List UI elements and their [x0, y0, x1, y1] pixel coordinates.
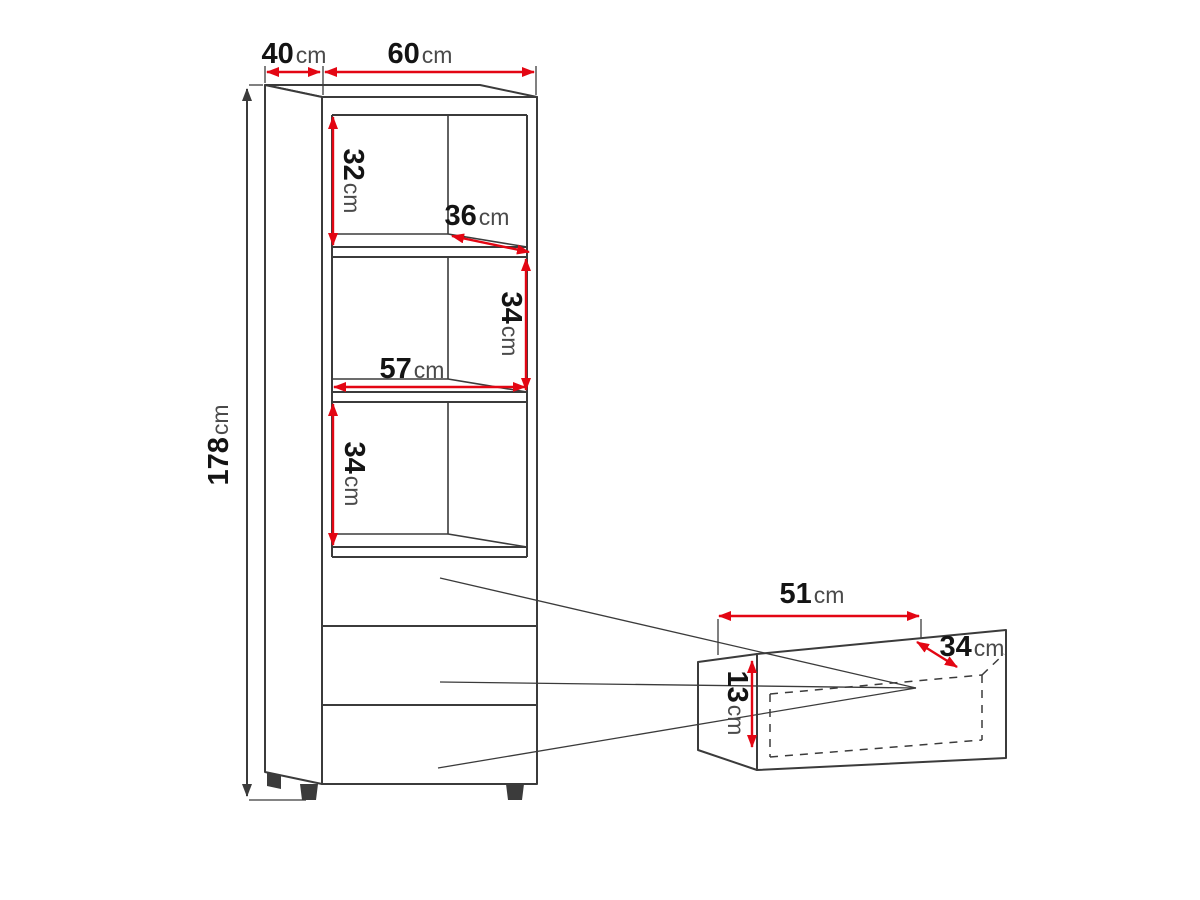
leader-line-drawer3 — [437, 687, 917, 769]
compartment3-floor-side — [447, 533, 528, 548]
leader-line-drawer2 — [439, 681, 917, 689]
cabinet-foot-left — [300, 784, 318, 800]
drawer-hidden-top — [769, 674, 983, 695]
dim-line-shelf-depth — [451, 233, 530, 255]
dim-label-drawer-width: 51cm — [780, 578, 845, 610]
drawer-hidden-bottom — [769, 739, 983, 758]
cabinet-foot-right — [506, 784, 524, 800]
dim-label-compartment1-height: 32cm — [337, 149, 369, 214]
drawer-hidden-edges — [769, 653, 1005, 758]
dim-line-drawer-depth — [916, 640, 958, 669]
red-dimension-lines — [266, 67, 958, 748]
cabinet-side-panel — [264, 84, 323, 785]
cabinet-feet — [267, 772, 524, 800]
dim-label-drawer-depth: 34cm — [940, 631, 1005, 663]
cabinet — [264, 84, 538, 785]
dim-label-top-depth: 40cm — [262, 38, 327, 70]
cabinet-front-panel — [321, 96, 538, 785]
drawer-hidden-corner — [981, 653, 1005, 676]
dim-label-shelf-width: 57cm — [380, 353, 445, 385]
dim-label-top-width: 60cm — [388, 38, 453, 70]
dim-label-shelf-depth: 36cm — [445, 200, 510, 232]
extension-lines — [249, 66, 922, 801]
dim-label-compartment2-height: 34cm — [495, 292, 527, 357]
dimension-labels: 40cm 60cm 32cm 36cm 34cm 57cm 34cm 178cm… — [203, 38, 1004, 735]
leader-line-drawer1 — [439, 577, 917, 689]
dim-label-total-height: 178cm — [203, 404, 235, 485]
dim-label-compartment3-height: 34cm — [338, 442, 370, 507]
dim-label-drawer-front-height: 13cm — [721, 671, 753, 736]
cabinet-foot-back — [267, 772, 281, 789]
